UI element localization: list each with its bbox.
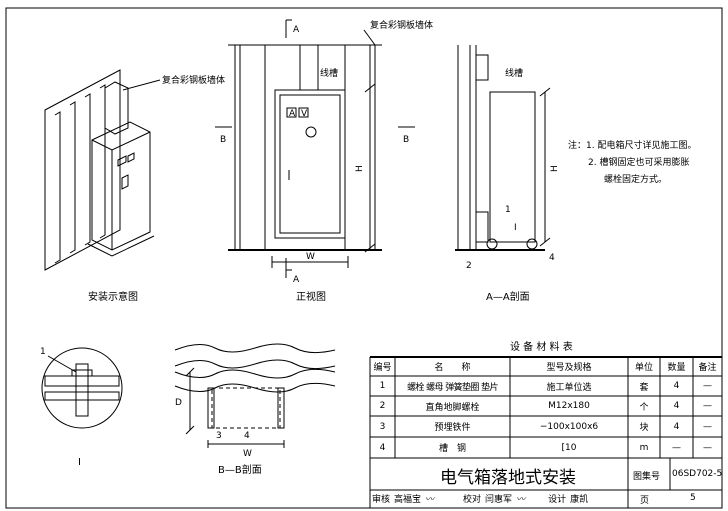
trunking-label-front: 线槽 (320, 67, 338, 79)
callout-2-section: 2 (466, 261, 472, 271)
table-cell: 4 (379, 442, 386, 453)
table-header: 编号 (373, 363, 392, 373)
table-title: 设 备 材 料 表 (510, 340, 573, 353)
section-bb-view: D 3 4 W B—B剖面 (174, 343, 336, 476)
section-b-left: B (220, 135, 226, 145)
table-cell: 4 (673, 421, 680, 432)
dim-h-front: H (355, 165, 365, 172)
section-a-bottom: A (293, 275, 300, 285)
drawing-title: 电气箱落地式安装 (440, 468, 576, 488)
reviewer-name: 高福宝 (394, 495, 422, 505)
dim-w-front: W (306, 252, 315, 262)
front-view: A V 线槽 复合彩钢板墙体 H W A A B B 正视图 (215, 19, 433, 303)
callout-1-detail: 1 (40, 347, 46, 357)
reviewer-signature: 〰 (425, 495, 435, 505)
table-cell: — (703, 421, 712, 432)
design-label: 设计 (548, 495, 567, 505)
table-cell: 预埋铁件 (434, 423, 471, 433)
table-cell: M12x180 (548, 401, 590, 411)
material-table: 设 备 材 料 表 (369, 340, 722, 508)
callout-4-section: 4 (549, 253, 555, 263)
dim-w-bb: W (243, 449, 252, 459)
table-cell: 2 (379, 401, 386, 411)
table-cell: 3 (379, 421, 386, 432)
caption-iso: 安装示意图 (88, 290, 138, 303)
note-line-2: 2. 槽钢固定也可采用膨胀 (588, 156, 689, 168)
callout-3-bb: 3 (216, 431, 222, 441)
voltmeter-label: V (301, 109, 308, 119)
check-label: 校对 (463, 495, 482, 505)
section-aa-view: 线槽 H 1 2 4 I A—A剖面 (455, 45, 560, 303)
review-label: 审核 (372, 495, 391, 505)
table-cell: m (639, 442, 649, 453)
sheet-border (5, 7, 723, 509)
callout-1-section: 1 (505, 205, 511, 215)
table-header: 型号及规格 (546, 363, 592, 373)
atlas-number: 06SD702-5 (672, 469, 723, 479)
dim-h-section: H (550, 165, 560, 172)
table-cell: — (672, 442, 681, 453)
table-cell: 4 (673, 381, 680, 391)
caption-detail: I (78, 457, 81, 468)
section-a-top: A (293, 25, 300, 35)
table-cell: 直角地脚螺栓 (425, 402, 480, 413)
atlas-label: 图集号 (633, 472, 661, 482)
table-header: 数量 (667, 363, 686, 373)
note-line-1: 注：1. 配电箱尺寸详见施工图。 (568, 139, 696, 151)
table-cell: 槽 钢 (438, 444, 466, 454)
detail-i-view: 1 I (40, 347, 123, 468)
table-cell: 块 (639, 423, 649, 433)
caption-bb: B—B剖面 (218, 463, 262, 476)
notes: 注：1. 配电箱尺寸详见施工图。 2. 槽钢固定也可采用膨胀 螺栓固定方式。 (568, 139, 696, 185)
checker-name: 闫惠军 (485, 495, 513, 505)
table-cell: 套 (639, 382, 649, 393)
caption-front: 正视图 (296, 290, 326, 303)
callout-4-bb: 4 (244, 431, 250, 441)
table-cell: — (703, 381, 712, 391)
table-cell: — (703, 442, 712, 453)
table-cell: — (703, 401, 712, 411)
note-line-3: 螺栓固定方式。 (604, 173, 667, 185)
table-header: 备注 (698, 363, 717, 373)
wall-label-iso: 复合彩钢板墙体 (162, 74, 225, 86)
wall-label-front: 复合彩钢板墙体 (370, 19, 433, 31)
section-b-right: B (403, 135, 409, 145)
table-cell: 施工单位选 (546, 382, 592, 393)
page-label: 页 (640, 496, 650, 506)
callout-detail-section: I (514, 223, 517, 233)
designer-name: 康凯 (570, 495, 589, 505)
table-cell: 个 (639, 402, 649, 413)
checker-signature: 〰 (516, 495, 526, 505)
table-header: 单位 (634, 363, 653, 373)
caption-section: A—A剖面 (486, 290, 530, 303)
dim-d: D (175, 398, 182, 408)
switch-icon (305, 126, 317, 138)
table-cell: 4 (673, 401, 680, 411)
table-cell: −100x100x6 (539, 421, 599, 432)
ammeter-label: A (289, 109, 296, 119)
table-header: 名 称 (434, 363, 471, 373)
table-cell: 螺栓 螺母 弹簧垫圈 垫片 (407, 382, 498, 393)
isometric-view: 复合彩钢板墙体 安装示意图 (44, 69, 225, 303)
table-cell: [10 (561, 442, 577, 453)
page-number: 5 (690, 493, 696, 503)
table-cell: 1 (379, 381, 386, 391)
trunking-label-section: 线槽 (505, 67, 523, 79)
